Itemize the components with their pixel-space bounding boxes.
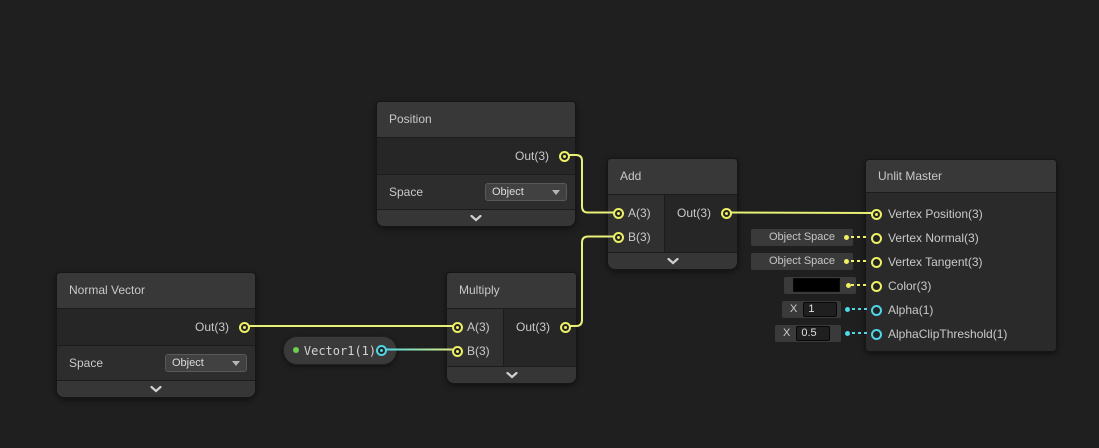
node-unlit-master[interactable]: Unlit Master Vertex Position(3) Vertex N… (865, 159, 1057, 352)
port-vector1-out[interactable] (376, 345, 387, 356)
color-swatch[interactable] (793, 278, 840, 292)
node-add-title[interactable]: Add (608, 159, 737, 195)
vertex-tangent-space-value: Object Space (768, 255, 836, 267)
axis-x-label: X (783, 327, 791, 339)
port-row-out: Out(3) (57, 309, 255, 345)
port-alpha[interactable] (871, 304, 882, 316)
space-dropdown[interactable]: Object (485, 183, 567, 201)
port-label-out: Out(3) (194, 320, 229, 334)
space-dropdown-value: Object (172, 357, 204, 369)
node-position[interactable]: Position Out(3) Space Object (376, 101, 576, 227)
connector-dot (844, 258, 849, 264)
wire-add-to-vertex-position[interactable] (725, 211, 876, 214)
node-multiply-title[interactable]: Multiply (447, 273, 576, 309)
alpha-value-input[interactable]: 1 (803, 301, 838, 317)
collapse-chevron-icon (470, 214, 482, 221)
port-vertex-position[interactable] (871, 208, 882, 220)
connector-dot (844, 234, 849, 240)
node-position-title[interactable]: Position (377, 102, 575, 138)
vertex-normal-space-value: Object Space (768, 231, 836, 243)
port-add-out[interactable] (721, 207, 732, 219)
port-label-alphaclipthreshold: AlphaClipThreshold(1) (888, 327, 1008, 341)
port-label-vertex-normal: Vertex Normal(3) (888, 231, 979, 245)
space-label: Space (389, 185, 424, 199)
output-column: Out(3) (504, 309, 576, 366)
port-vertex-normal[interactable] (871, 232, 882, 244)
port-row-out: Out(3) (377, 138, 575, 174)
port-label-a: A(3) (628, 206, 651, 220)
space-dropdown-value: Object (492, 186, 524, 198)
alphaclip-value-input[interactable]: 0.5 (796, 325, 831, 341)
node-unlit-master-title[interactable]: Unlit Master (866, 160, 1056, 193)
port-label-a: A(3) (467, 320, 490, 334)
collapse-chevron-icon (666, 257, 679, 264)
space-row: Space Object (57, 345, 255, 380)
vertex-normal-space-dropdown[interactable]: Object Space (751, 228, 853, 246)
property-dot-icon (293, 347, 299, 353)
vertex-tangent-space-dropdown[interactable]: Object Space (751, 252, 853, 270)
space-dropdown[interactable]: Object (165, 354, 247, 372)
chevron-down-icon (232, 360, 240, 366)
output-column: Out(3) (665, 195, 737, 252)
port-label-alpha: Alpha(1) (888, 303, 934, 317)
port-label-out: Out(3) (515, 320, 550, 334)
port-label-b: B(3) (467, 344, 490, 358)
collapse-button[interactable] (377, 209, 575, 226)
collapse-chevron-icon (150, 385, 162, 392)
port-alphaclipthreshold[interactable] (871, 328, 882, 340)
wire-position-to-add-a[interactable] (563, 154, 618, 214)
alpha-field[interactable]: X 1 (782, 300, 841, 318)
connector-dot (845, 306, 850, 312)
node-body: Vertex Position(3) Vertex Normal(3) Vert… (866, 193, 1056, 351)
port-position-out[interactable] (559, 150, 570, 162)
node-multiply[interactable]: Multiply A(3) B(3) Out(3) (446, 272, 577, 384)
color-field[interactable] (784, 276, 856, 294)
node-vector1-property[interactable]: Vector1(1) (283, 336, 397, 365)
port-add-b[interactable] (613, 231, 624, 243)
port-normal-out[interactable] (239, 321, 250, 333)
input-column: A(3) B(3) (608, 195, 665, 252)
port-label-vertex-position: Vertex Position(3) (888, 207, 983, 221)
node-normal-vector[interactable]: Normal Vector Out(3) Space Object (56, 272, 256, 398)
chevron-down-icon (552, 189, 560, 195)
node-normal-vector-title[interactable]: Normal Vector (57, 273, 255, 309)
collapse-button[interactable] (57, 380, 255, 397)
port-multiply-b[interactable] (452, 345, 463, 357)
collapse-chevron-icon (505, 371, 518, 378)
vector1-label: Vector1(1) (303, 343, 377, 358)
port-label-color: Color(3) (888, 279, 932, 293)
node-add[interactable]: Add A(3) B(3) Out(3) (607, 158, 738, 270)
port-multiply-a[interactable] (452, 321, 463, 333)
port-label-vertex-tangent: Vertex Tangent(3) (888, 255, 983, 269)
collapse-button[interactable] (608, 252, 737, 269)
port-vertex-tangent[interactable] (871, 256, 882, 268)
port-label-b: B(3) (628, 230, 651, 244)
alphaclip-field[interactable]: X 0.5 (775, 324, 841, 342)
connector-dot (846, 282, 851, 288)
axis-x-label: X (790, 303, 798, 315)
node-body: A(3) B(3) Out(3) (608, 195, 737, 252)
space-label: Space (69, 356, 104, 370)
port-add-a[interactable] (613, 207, 624, 219)
port-color[interactable] (871, 280, 882, 292)
port-label-out: Out(3) (514, 149, 549, 163)
input-column: A(3) B(3) (447, 309, 504, 366)
wire-multiply-to-add-b[interactable] (564, 235, 618, 327)
connector-dot (845, 330, 850, 336)
node-body: A(3) B(3) Out(3) (447, 309, 576, 366)
space-row: Space Object (377, 174, 575, 209)
port-label-out: Out(3) (676, 206, 711, 220)
port-multiply-out[interactable] (560, 321, 571, 333)
collapse-button[interactable] (447, 366, 576, 383)
